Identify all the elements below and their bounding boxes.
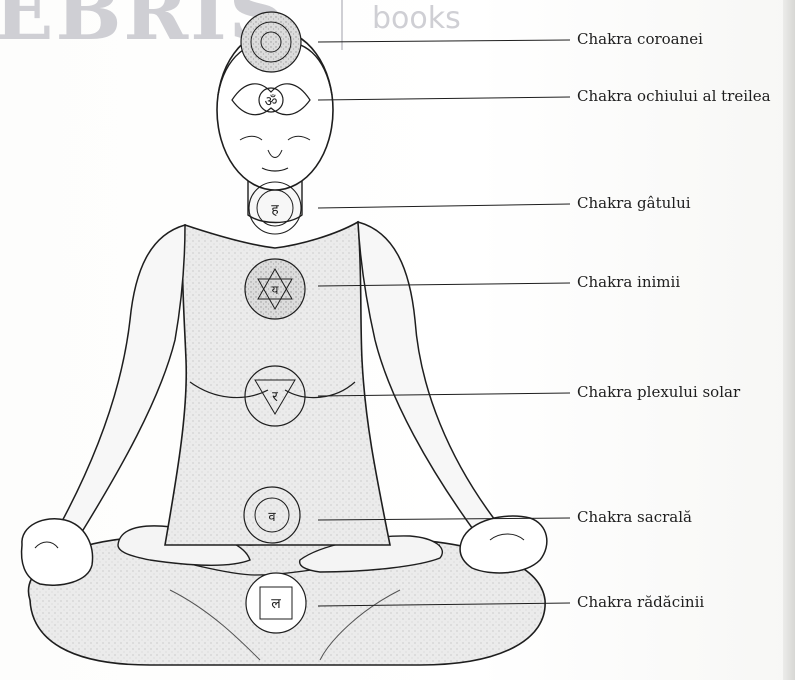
svg-text:ॐ: ॐ: [265, 94, 278, 110]
label-solar-plexus-chakra: Chakra plexului solar: [577, 385, 740, 400]
root-chakra-symbol: ल: [246, 573, 306, 633]
svg-text:ल: ल: [271, 596, 281, 612]
label-crown-chakra: Chakra coroanei: [577, 32, 703, 47]
svg-text:र: र: [272, 389, 278, 405]
throat-chakra-symbol: ह: [249, 182, 301, 234]
left-hand: [22, 519, 93, 585]
left-arm: [60, 225, 185, 535]
svg-text:य: य: [272, 283, 280, 297]
svg-text:ह: ह: [271, 202, 279, 218]
label-root-chakra: Chakra rădăcinii: [577, 595, 704, 610]
label-heart-chakra: Chakra inimii: [577, 275, 680, 290]
svg-text:व: व: [268, 510, 276, 525]
label-throat-chakra: Chakra gâtului: [577, 196, 691, 211]
heart-chakra-symbol: य: [245, 259, 305, 319]
label-third-eye-chakra: Chakra ochiului al treilea: [577, 89, 771, 104]
label-sacral-chakra: Chakra sacrală: [577, 510, 692, 525]
crown-chakra-symbol: [241, 12, 301, 72]
